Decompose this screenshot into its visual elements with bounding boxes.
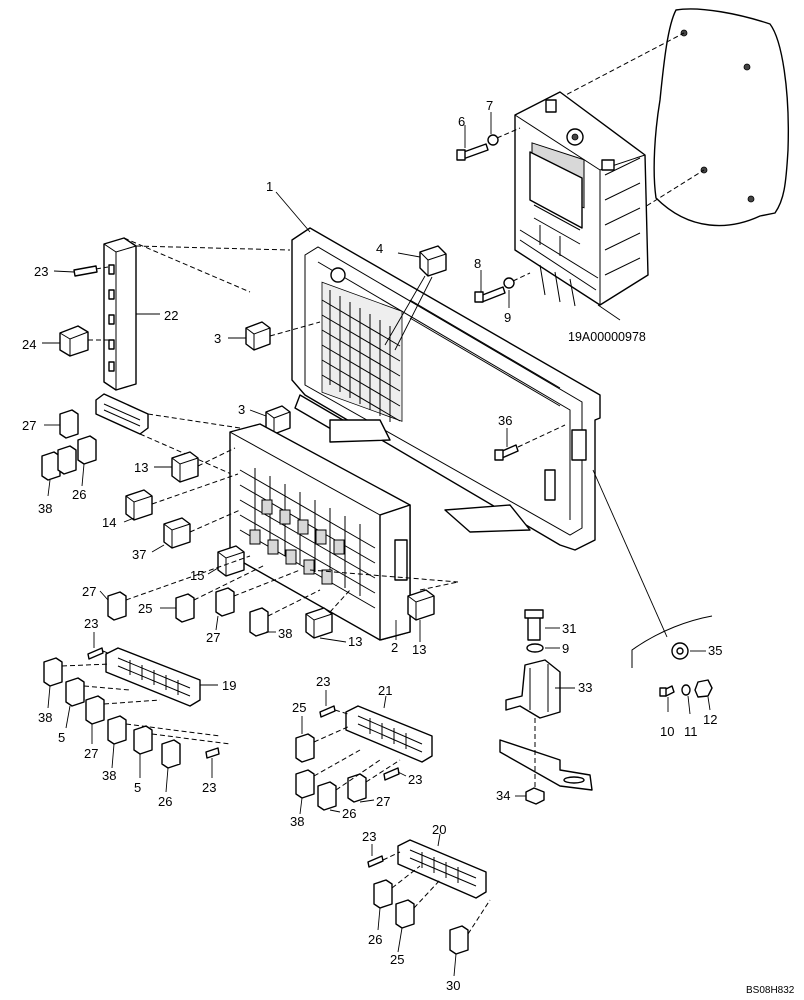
callout-8: 8 bbox=[474, 256, 481, 271]
callout-1: 1 bbox=[266, 179, 273, 194]
callout-26-block20: 26 bbox=[368, 932, 382, 947]
callout-26-block21: 26 bbox=[342, 806, 356, 821]
callout-30: 30 bbox=[446, 978, 460, 993]
callout-9-controller: 9 bbox=[504, 310, 511, 325]
relay-3-upper bbox=[228, 321, 321, 351]
callout-6: 6 bbox=[458, 114, 465, 129]
callout-27-under-box-right: 27 bbox=[206, 630, 220, 645]
fuse-block-21 bbox=[295, 690, 433, 815]
callout-27-block21: 27 bbox=[376, 794, 390, 809]
callout-25-block20: 25 bbox=[390, 952, 404, 967]
callout-3-lower: 3 bbox=[238, 402, 245, 417]
main-relay-box bbox=[229, 423, 411, 641]
callout-25-under-box: 25 bbox=[138, 601, 152, 616]
sheet-code: BS08H832 bbox=[746, 985, 795, 996]
callout-38-under-box: 38 bbox=[278, 626, 292, 641]
callout-34: 34 bbox=[496, 788, 510, 803]
callout-5-right: 5 bbox=[134, 780, 141, 795]
controller-bolts bbox=[456, 112, 531, 308]
callout-38-top-left: 38 bbox=[38, 501, 52, 516]
callout-27-under-box-left: 27 bbox=[82, 584, 96, 599]
callout-36: 36 bbox=[498, 413, 512, 428]
relays-box-left bbox=[123, 447, 459, 643]
callout-23-block21-right: 23 bbox=[408, 772, 422, 787]
callout-20: 20 bbox=[432, 822, 446, 837]
callout-19: 19 bbox=[222, 678, 236, 693]
controller-part-code: 19A00000978 bbox=[568, 330, 646, 344]
callout-15: 15 bbox=[190, 568, 204, 583]
callout-9-bracket: 9 bbox=[562, 641, 569, 656]
callout-23-block20: 23 bbox=[362, 829, 376, 844]
callout-7: 7 bbox=[486, 98, 493, 113]
main-frame bbox=[291, 227, 668, 638]
callout-38-block19-right: 38 bbox=[102, 768, 116, 783]
callout-31: 31 bbox=[562, 621, 576, 636]
callout-1-leader bbox=[275, 191, 311, 233]
callout-23-top: 23 bbox=[34, 264, 48, 279]
callout-26-block19: 26 bbox=[158, 794, 172, 809]
callout-5-left: 5 bbox=[58, 730, 65, 745]
ground-strap bbox=[631, 615, 713, 715]
callout-13-bottom: 13 bbox=[348, 634, 362, 649]
bolt-36 bbox=[494, 424, 566, 461]
callout-37: 37 bbox=[132, 547, 146, 562]
callout-13-right: 13 bbox=[412, 642, 426, 657]
fuse-block-20 bbox=[367, 833, 491, 977]
callout-25-block21: 25 bbox=[292, 700, 306, 715]
callout-38-block19-left: 38 bbox=[38, 710, 52, 725]
relay-array bbox=[239, 468, 376, 609]
callout-26-top-left: 26 bbox=[72, 487, 86, 502]
fuse-holder-22 bbox=[42, 237, 291, 391]
callout-3-upper: 3 bbox=[214, 331, 221, 346]
bracket-assembly bbox=[499, 609, 593, 805]
callout-11: 11 bbox=[684, 724, 698, 739]
callout-12: 12 bbox=[703, 712, 717, 727]
callouts: 1 2 3 3 4 5 5 6 7 8 9 9 10 11 12 13 13 1… bbox=[22, 98, 722, 993]
fuses-top-left bbox=[41, 409, 97, 497]
fuses-under-box bbox=[99, 555, 459, 637]
callout-13-left: 13 bbox=[134, 460, 148, 475]
callout-23-block21: 23 bbox=[316, 674, 330, 689]
fuse-block-19 bbox=[43, 632, 231, 793]
callout-21: 21 bbox=[378, 683, 392, 698]
callout-4: 4 bbox=[376, 241, 383, 256]
controller-unit bbox=[514, 91, 649, 321]
mounting-plate bbox=[559, 8, 789, 227]
callout-23-block19: 23 bbox=[84, 616, 98, 631]
callout-2: 2 bbox=[391, 640, 398, 655]
callout-10: 10 bbox=[660, 724, 674, 739]
callout-22: 22 bbox=[164, 308, 178, 323]
callout-24: 24 bbox=[22, 337, 36, 352]
callout-27-top-left: 27 bbox=[22, 418, 36, 433]
callout-35: 35 bbox=[708, 643, 722, 658]
callout-14: 14 bbox=[102, 515, 116, 530]
callout-33: 33 bbox=[578, 680, 592, 695]
callout-27-block19: 27 bbox=[84, 746, 98, 761]
callout-23-block19-right: 23 bbox=[202, 780, 216, 795]
callout-38-block21: 38 bbox=[290, 814, 304, 829]
relay-4 bbox=[384, 245, 447, 351]
